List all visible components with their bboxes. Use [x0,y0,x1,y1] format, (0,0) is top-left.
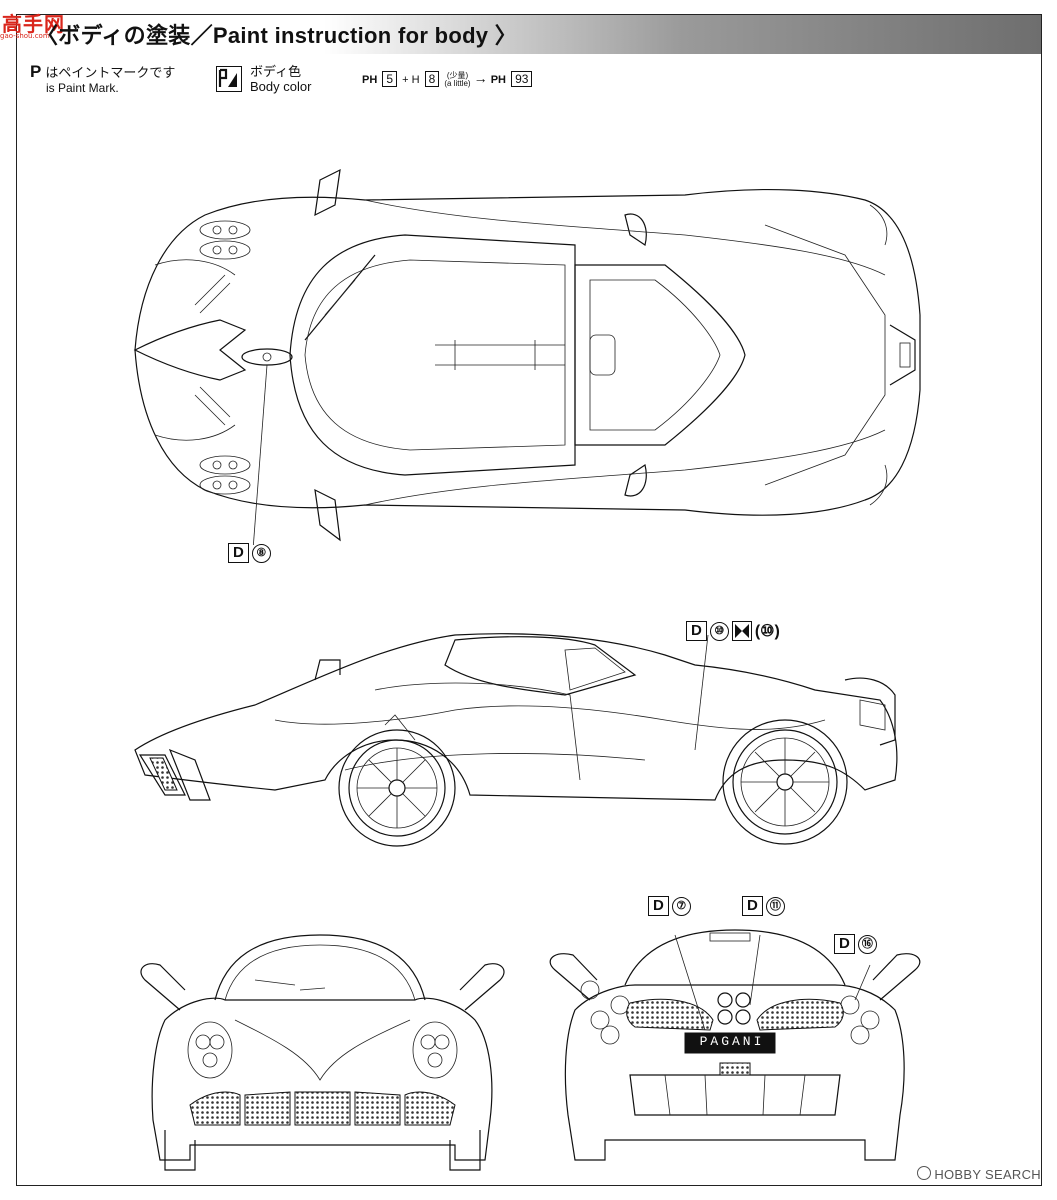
rear-wheel [722,719,848,845]
decal-letter: D [834,934,855,954]
car-side-view [134,633,898,847]
formula-paint-2: H [411,74,420,86]
car-top-view [133,168,921,545]
callout-rear-decal-16: D ⑯ [834,934,877,954]
title-separator: ／ [190,23,213,48]
decal-letter: D [228,543,249,563]
watermark-url: gao-shou.com [0,32,50,40]
formula-little-en: (a little) [444,79,471,89]
formula-plus: + [402,74,409,86]
title-english: Paint instruction for body 〉 [212,23,518,48]
source-watermark: HOBBY SEARCH [917,1166,1041,1182]
decal-letter: D [648,896,669,916]
formula-paint-3: PH [490,74,506,86]
header-band [16,14,1042,54]
formula-color-5: 5 [382,71,398,87]
decal-letter: D [742,896,763,916]
decal-number: ⑧ [251,543,271,563]
callout-rear-decal-11: D ⑪ [742,896,785,916]
decal-number: ⑦ [671,896,691,916]
body-color-icon [216,66,242,92]
watermark-logo: 高手网 gao-shou.com [0,4,72,40]
watermark-brand: 高手网 [2,14,65,36]
decal-number: ⑯ [857,934,877,954]
source-text: HOBBY SEARCH [934,1167,1041,1182]
body-color-jp: ボディ色 [250,64,302,79]
callout-top-decal: D ⑧ [228,543,271,563]
decal-letter: D [686,621,707,641]
paint-mark-icon: P [30,62,42,81]
formula-paint-1: PH [362,74,378,86]
body-color-en: Body color [250,79,312,94]
callout-side-decal: D ⑩ (⑩) [686,621,780,641]
formula-arrow: → [473,70,488,86]
formula-color-8: 8 [424,71,440,87]
source-icon [917,1166,932,1180]
callout-rear-decal-7: D ⑦ [648,896,691,916]
formula-little-jp: (少量) [446,71,469,81]
rear-badge: PAGANI [699,1034,765,1049]
paint-mark-jp: はペイントマークです [45,65,176,80]
page-title: 〈ボディの塗装／Paint instruction for body 〉 [36,18,517,50]
title-japanese: 〈ボディの塗装 [36,23,191,48]
car-front-view [140,934,505,1171]
decal-number: ⑪ [765,896,785,916]
body-color-legend: ボディ色 Body color [250,64,311,94]
paint-ref-icon [731,621,752,641]
page-frame [16,14,1042,1186]
paint-formula: PH 5 + H 8 (少量)(a little) → PH 93 [362,70,534,88]
front-wheel [338,729,456,847]
decal-number: ⑩ [709,621,729,641]
formula-color-93: 93 [511,71,533,87]
car-rear-view [549,929,921,1161]
formula-little: (少量)(a little) [444,72,470,88]
paint-mark-en: is Paint Mark. [46,81,119,95]
paint-ref-number: (⑩) [754,623,780,640]
